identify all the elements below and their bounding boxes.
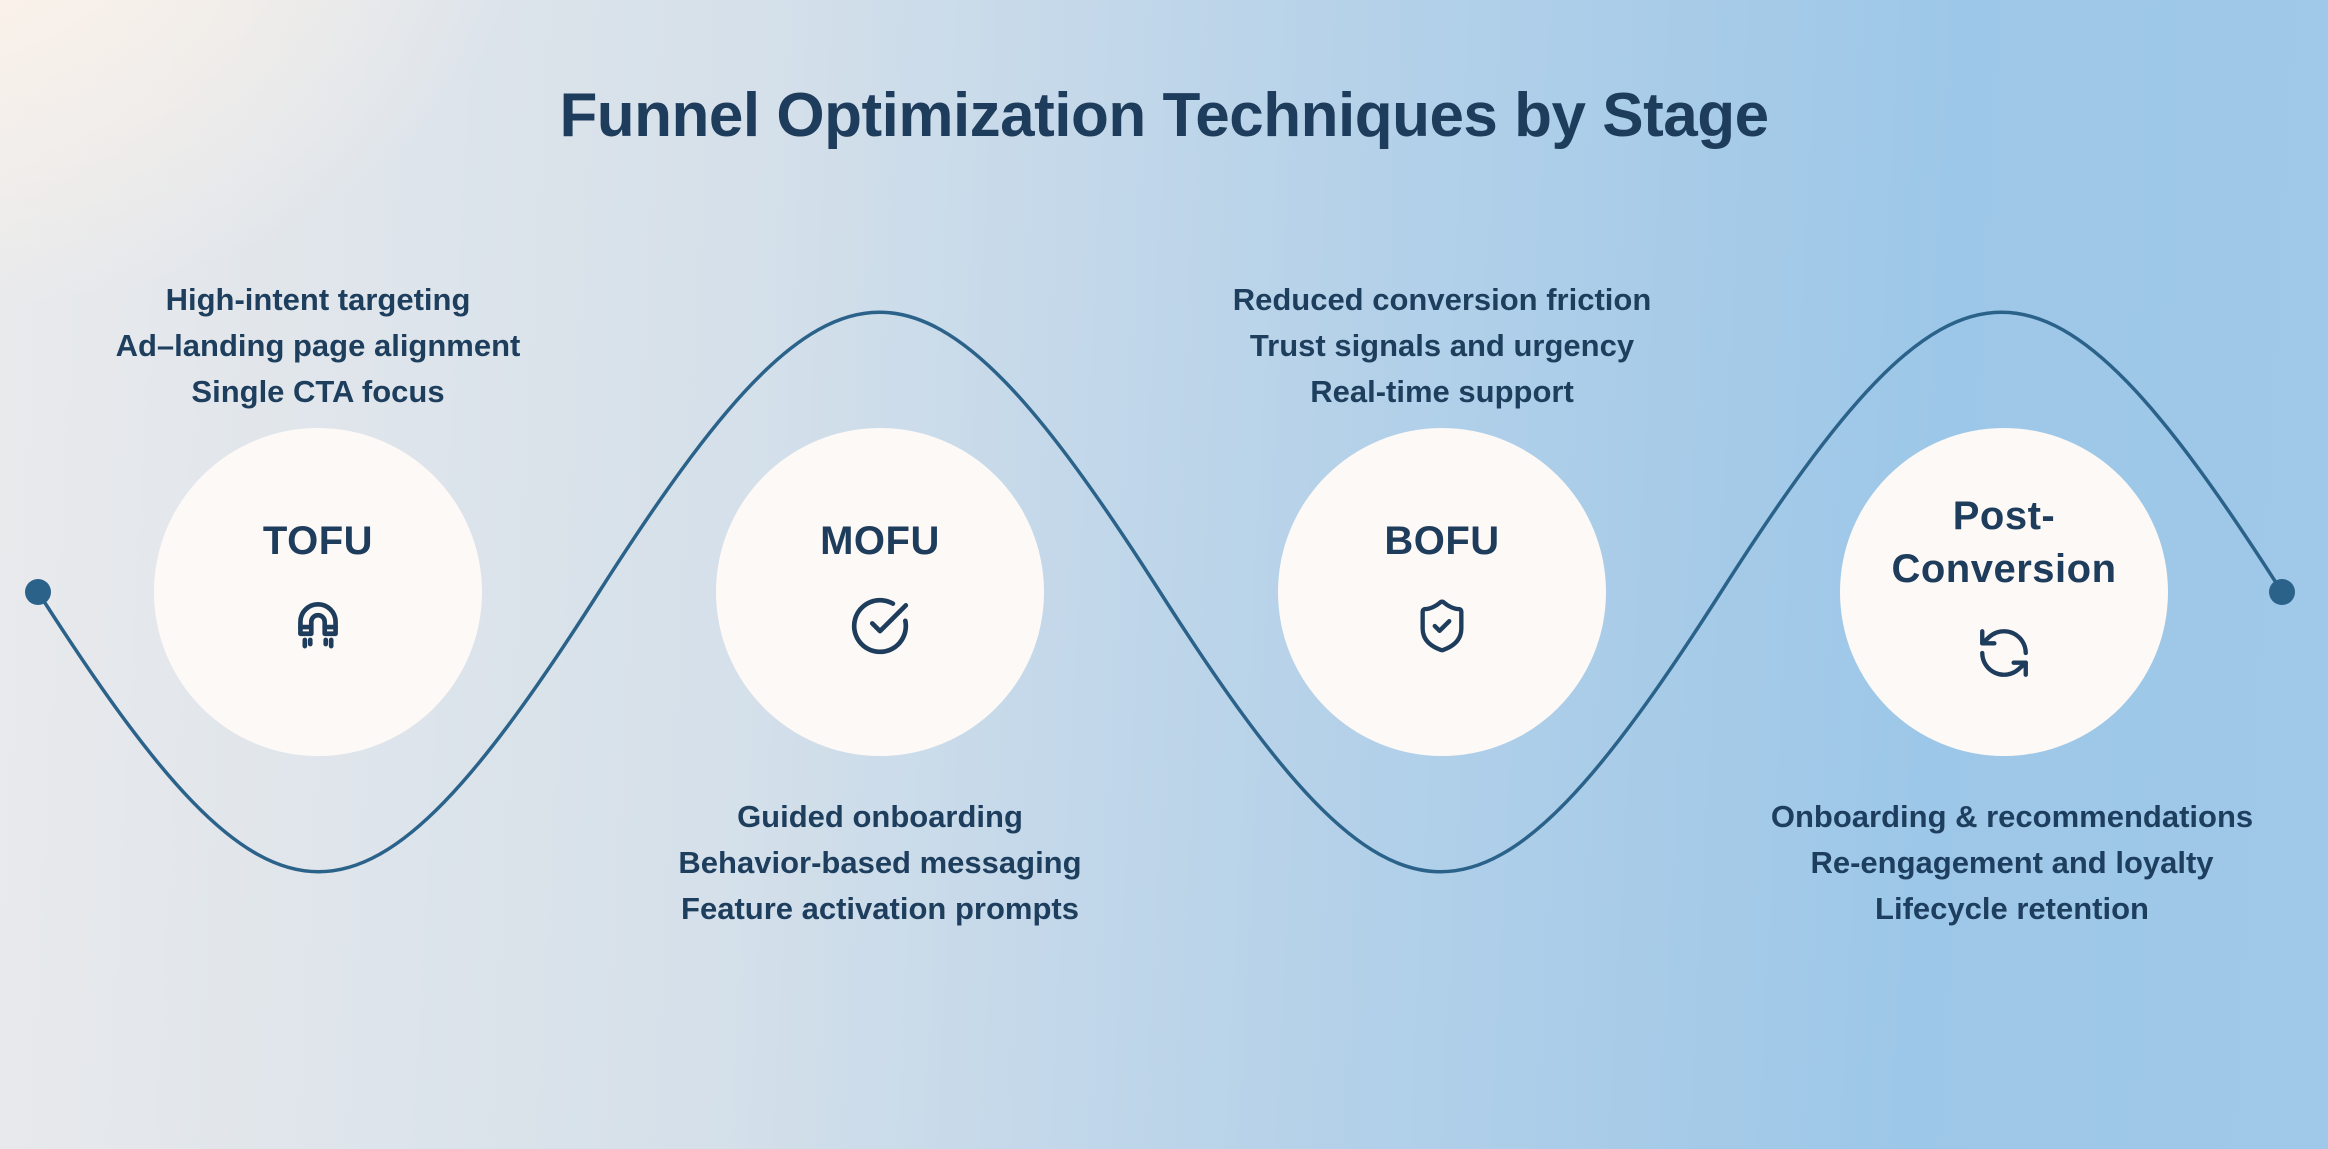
magnet-icon — [298, 602, 338, 649]
stage-post-conversion-circle: Post-Conversion — [1840, 428, 2168, 756]
technique-item: Trust signals and urgency — [1249, 328, 1635, 363]
stage-tofu-label: TOFU — [262, 518, 374, 563]
stage-bofu-techniques: Reduced conversion friction Trust signal… — [1092, 277, 1792, 415]
stage-post-conversion-label: Post-Conversion — [1891, 494, 2117, 591]
technique-item: Onboarding & recommendations — [1770, 799, 2254, 834]
stage-post-conversion-techniques: Onboarding & recommendations Re-engageme… — [1662, 794, 2328, 932]
technique-item: Single CTA focus — [191, 374, 445, 409]
page-title: Funnel Optimization Techniques by Stage — [559, 81, 1769, 150]
flow-start-dot — [25, 579, 51, 605]
technique-item: Lifecycle retention — [1875, 891, 2149, 926]
technique-item: Feature activation prompts — [681, 891, 1079, 926]
technique-item: High-intent targeting — [165, 282, 471, 317]
technique-item: Behavior-based messaging — [678, 845, 1082, 880]
shield-check-icon — [1420, 599, 1464, 653]
technique-item: Ad–landing page alignment — [115, 328, 521, 363]
refresh-cycle-icon — [1980, 628, 2028, 677]
flow-wave-line — [36, 310, 2284, 874]
stage-mofu-label: MOFU — [820, 518, 940, 563]
technique-item: Re-engagement and loyalty — [1810, 845, 2214, 880]
check-circle-icon — [851, 598, 909, 655]
flow-end-dot — [2269, 579, 2295, 605]
stage-mofu-circle: MOFU — [716, 428, 1044, 756]
stage-bofu-circle: BOFU — [1278, 428, 1606, 756]
stage-mofu-techniques: Guided onboarding Behavior-based messagi… — [530, 794, 1230, 932]
stage-bofu-label: BOFU — [1384, 518, 1500, 563]
technique-item: Real-time support — [1310, 374, 1574, 409]
technique-item: Reduced conversion friction — [1232, 282, 1652, 317]
stage-tofu-techniques: High-intent targeting Ad–landing page al… — [0, 277, 668, 415]
stage-tofu-circle: TOFU — [154, 428, 482, 756]
technique-item: Guided onboarding — [737, 799, 1023, 834]
